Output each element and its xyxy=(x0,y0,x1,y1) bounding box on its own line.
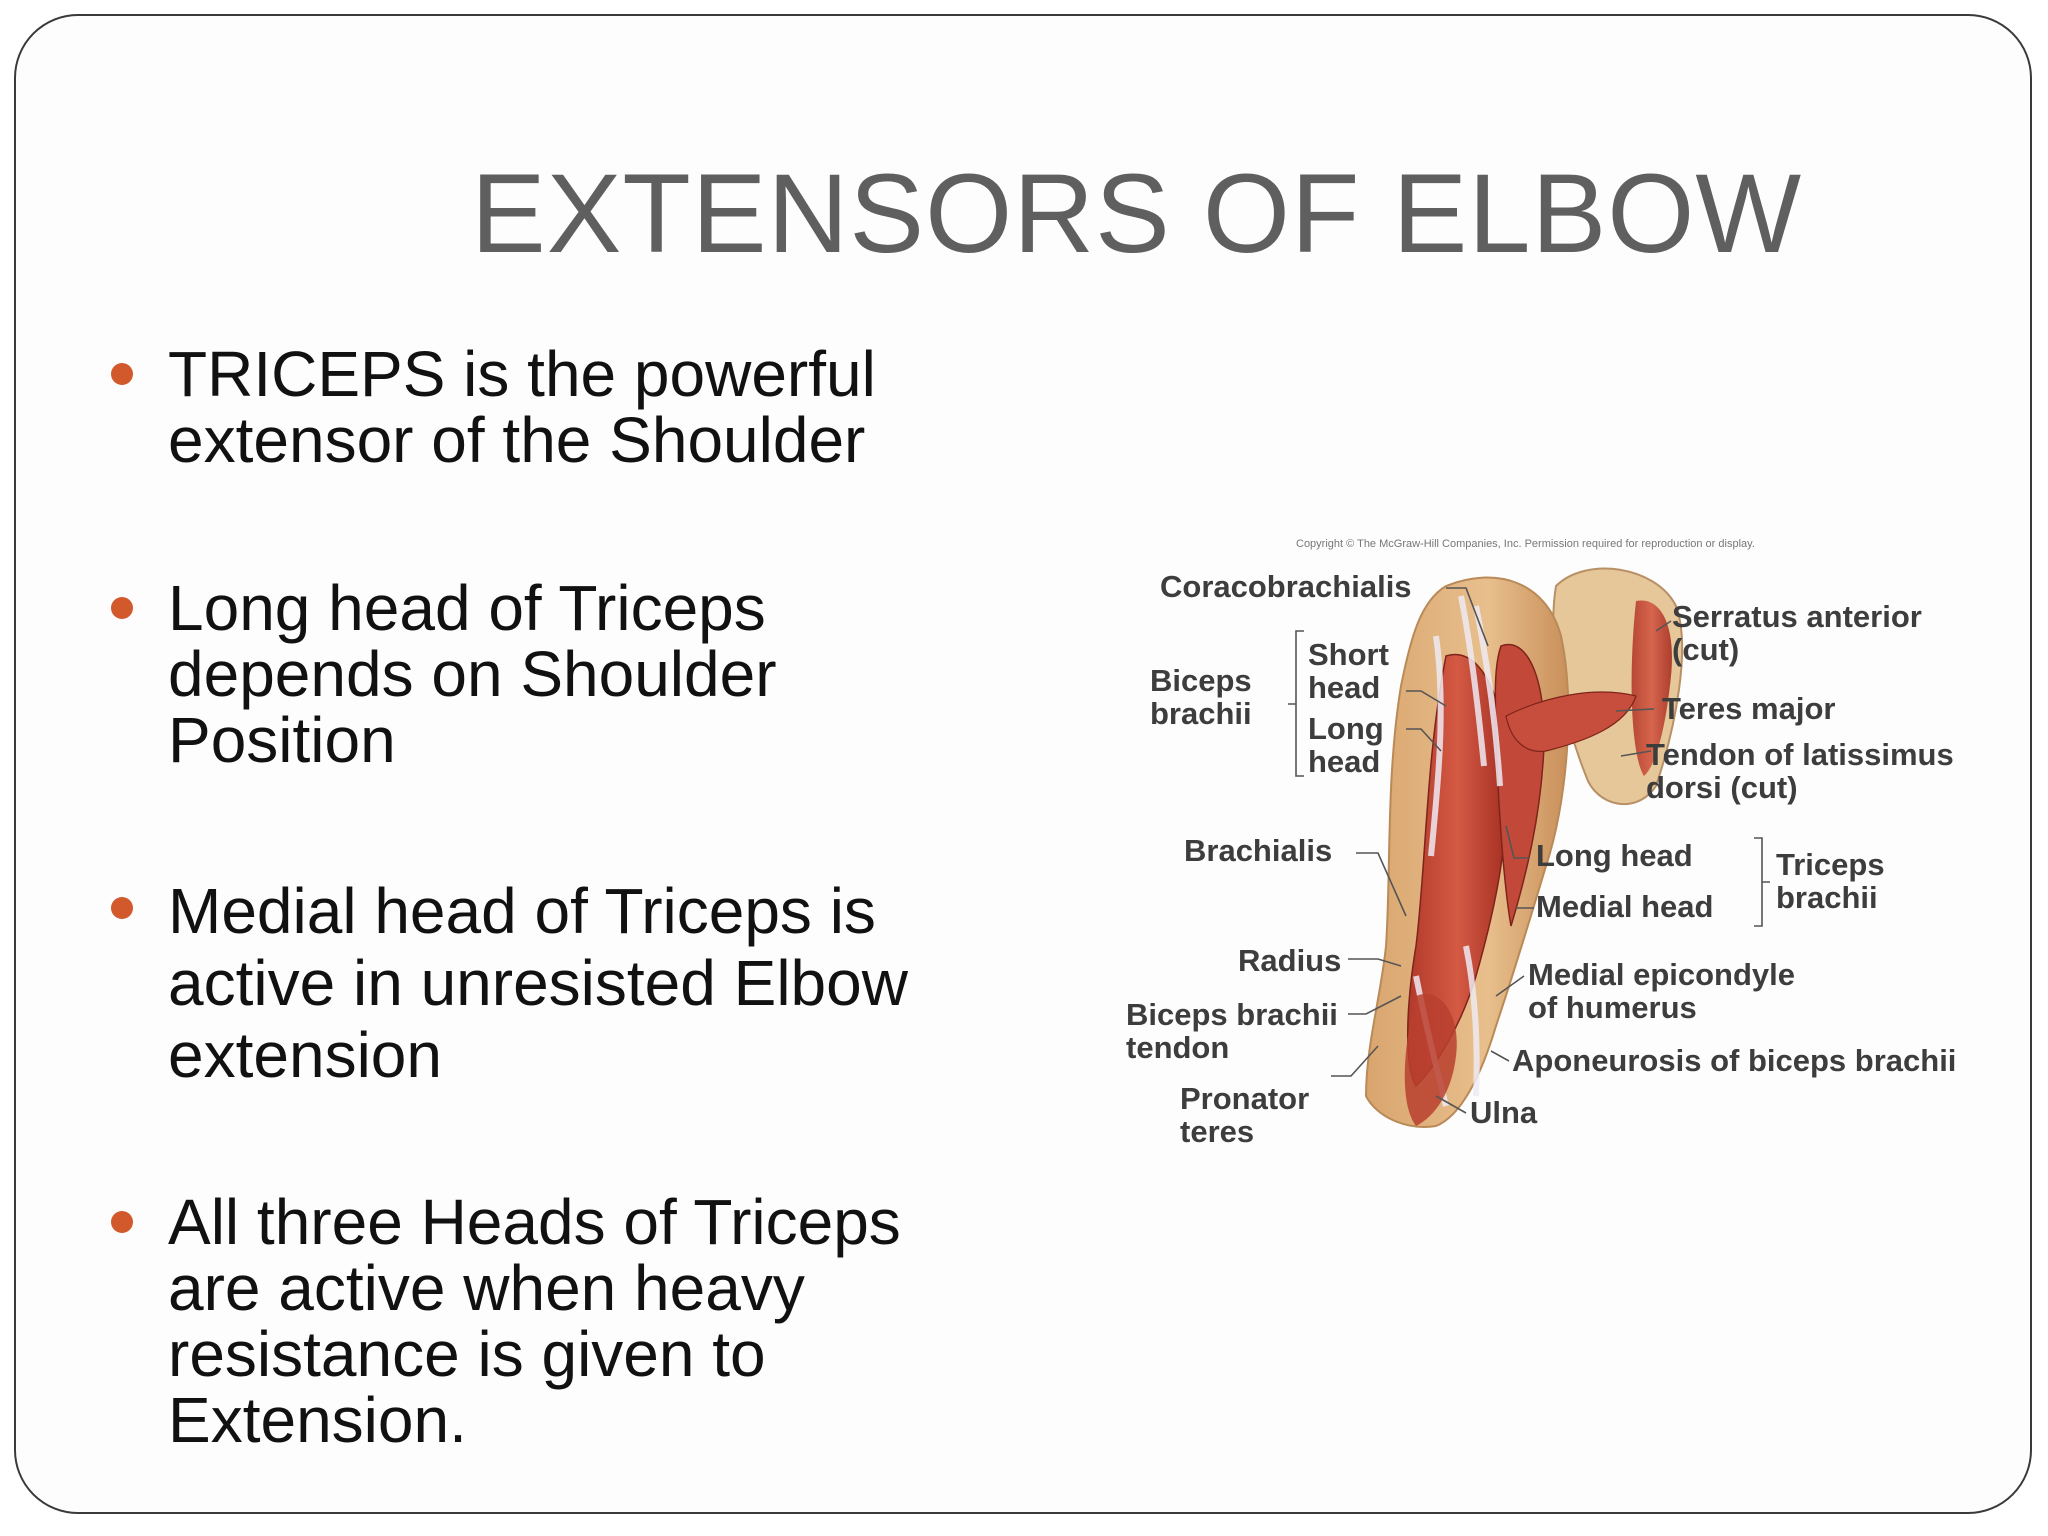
bullet-dot-icon xyxy=(111,363,133,385)
biceps-bracket xyxy=(1288,630,1304,777)
label-medial-head-triceps: Medial head xyxy=(1536,889,1714,924)
leader-serratus xyxy=(1655,620,1672,632)
figure-copyright: Copyright © The McGraw-Hill Companies, I… xyxy=(1296,538,1755,550)
leader-latissimus xyxy=(1620,750,1652,757)
label-brachialis: Brachialis xyxy=(1184,833,1333,868)
triceps-bracket xyxy=(1754,837,1770,927)
leader-pronator xyxy=(1331,1045,1379,1077)
label-biceps-tendon: Biceps brachii tendon xyxy=(1126,997,1338,1065)
teres-major-shape xyxy=(1505,691,1637,753)
label-long-head-biceps: Long head xyxy=(1308,711,1384,779)
leader-long-head-triceps xyxy=(1505,825,1529,859)
bullet-text: All three Heads of Triceps are active wh… xyxy=(168,1186,901,1456)
leader-long-head-biceps xyxy=(1406,728,1442,752)
label-short-head: Short head xyxy=(1308,637,1389,705)
label-biceps-brachii: Biceps brachii xyxy=(1150,663,1252,731)
leader-medial-epicondyle xyxy=(1495,975,1525,997)
label-coracobrachialis: Coracobrachialis xyxy=(1160,569,1412,604)
label-aponeurosis: Aponeurosis of biceps brachii xyxy=(1512,1043,1957,1078)
forearm-muscle-shape xyxy=(1404,994,1457,1126)
bullet-dot-icon xyxy=(111,597,133,619)
bullet-dot-icon xyxy=(111,897,133,919)
leader-coracobrachialis xyxy=(1446,587,1489,647)
bullet-item: All three Heads of Triceps are active wh… xyxy=(106,1189,1006,1453)
leader-short-head xyxy=(1406,690,1447,707)
label-pronator-teres: Pronator teres xyxy=(1180,1081,1310,1149)
label-radius: Radius xyxy=(1238,943,1342,978)
label-teres-major: Teres major xyxy=(1662,691,1836,726)
label-tendon-latissimus: Tendon of latissimus dorsi (cut) xyxy=(1646,737,1954,805)
slide-frame: EXTENSORS OF ELBOW TRICEPS is the powerf… xyxy=(14,14,2032,1514)
leader-brachialis xyxy=(1356,852,1407,917)
label-triceps-brachii: Triceps brachii xyxy=(1776,847,1885,915)
arm-muscle-figure: Copyright © The McGraw-Hill Companies, I… xyxy=(1116,526,2016,1166)
bullet-dot-icon xyxy=(111,1211,133,1233)
leader-biceps-tendon xyxy=(1348,995,1402,1015)
bullet-text: Long head of Triceps depends on Shoulder… xyxy=(168,572,777,776)
label-serratus-anterior: Serratus anterior (cut) xyxy=(1672,599,1922,667)
label-medial-epicondyle: Medial epicondyle of humerus xyxy=(1528,957,1796,1025)
leader-teres-major xyxy=(1615,708,1655,712)
bullet-item: Medial head of Triceps is active in unre… xyxy=(106,875,1006,1091)
leader-aponeurosis xyxy=(1490,1050,1510,1062)
bullet-list: TRICEPS is the powerful extensor of the … xyxy=(106,341,1006,1512)
tendon-lines xyxy=(1413,595,1503,1107)
bullet-item: Long head of Triceps depends on Shoulder… xyxy=(106,575,1006,773)
bullet-text: Medial head of Triceps is active in unre… xyxy=(168,875,908,1091)
slide-title: EXTENSORS OF ELBOW xyxy=(471,151,1803,276)
bullet-item: TRICEPS is the powerful extensor of the … xyxy=(106,341,1006,473)
arm-anatomy-illustration xyxy=(1288,567,1770,1128)
leader-radius xyxy=(1348,958,1402,967)
leader-ulna xyxy=(1435,1095,1467,1114)
serratus-shape xyxy=(1631,600,1672,776)
bullet-text: TRICEPS is the powerful extensor of the … xyxy=(168,338,876,476)
label-long-head-triceps: Long head xyxy=(1536,838,1693,873)
label-ulna: Ulna xyxy=(1470,1095,1538,1130)
